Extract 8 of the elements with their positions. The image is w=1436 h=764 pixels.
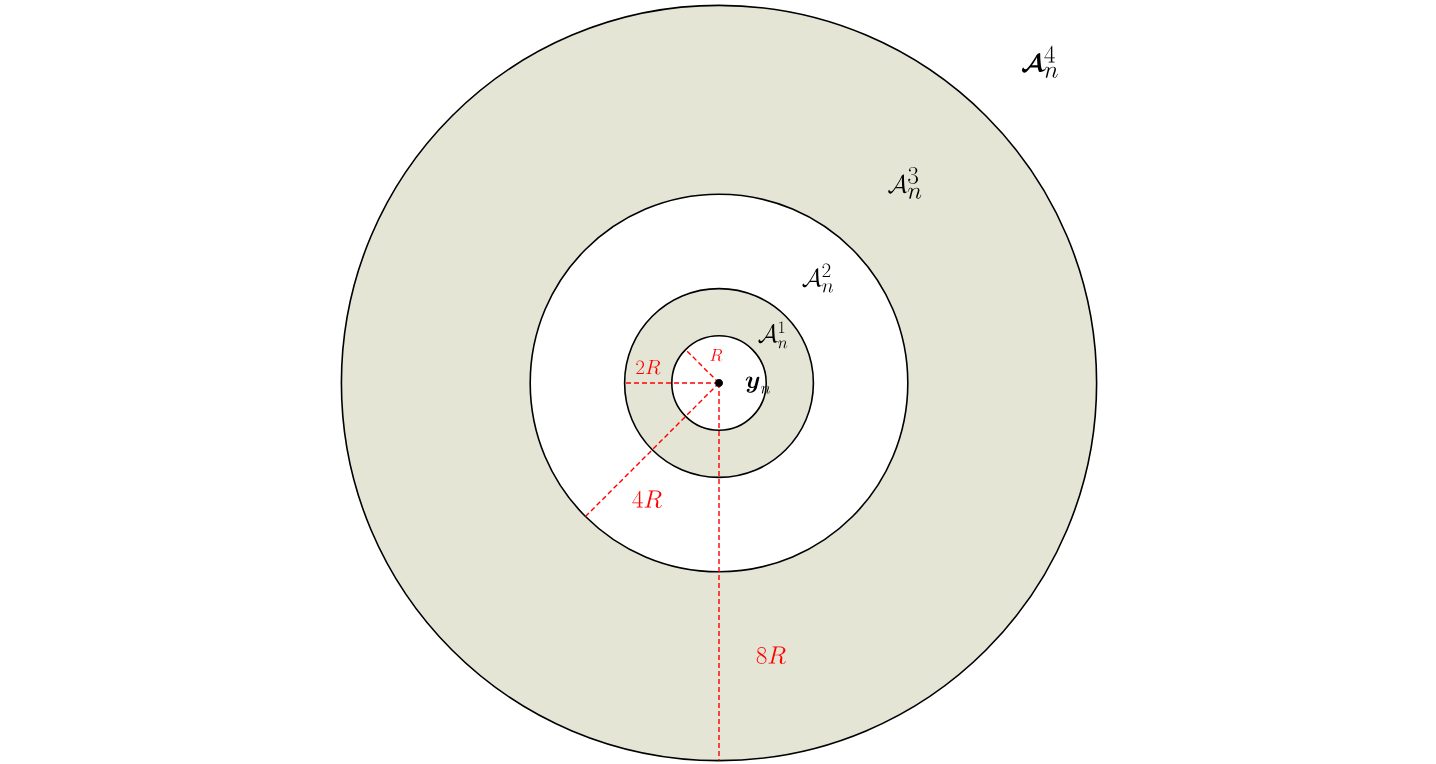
radius-label: $8R$ [756,646,786,664]
radius-label: $R$ [710,349,723,362]
region-label: $\mathcal{A}_n^3$ [888,167,922,199]
radius-label: $4R$ [632,490,662,508]
region-label: $\boldsymbol{\mathcal{A}}_n^4$ [1021,45,1058,78]
radius-label: $2R$ [636,359,661,375]
region-label: $\mathcal{A}_n^2$ [802,263,834,293]
region-label: $\mathcal{A}_n^1$ [758,321,788,349]
